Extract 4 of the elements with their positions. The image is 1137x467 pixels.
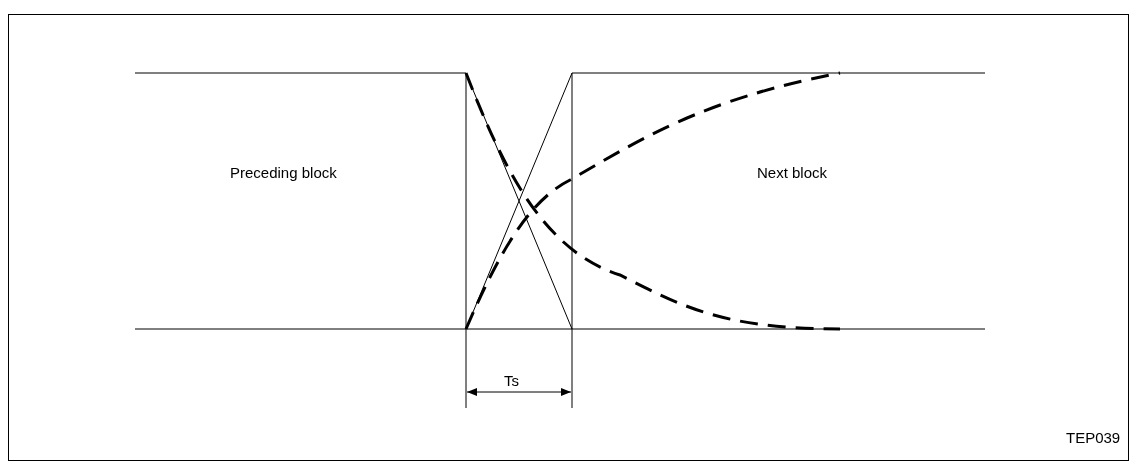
block-label: Preceding block [230, 164, 337, 181]
figure-code: TEP039 [1066, 429, 1121, 446]
block-label: Next block [757, 164, 828, 181]
dimension-label: Ts [504, 372, 519, 389]
